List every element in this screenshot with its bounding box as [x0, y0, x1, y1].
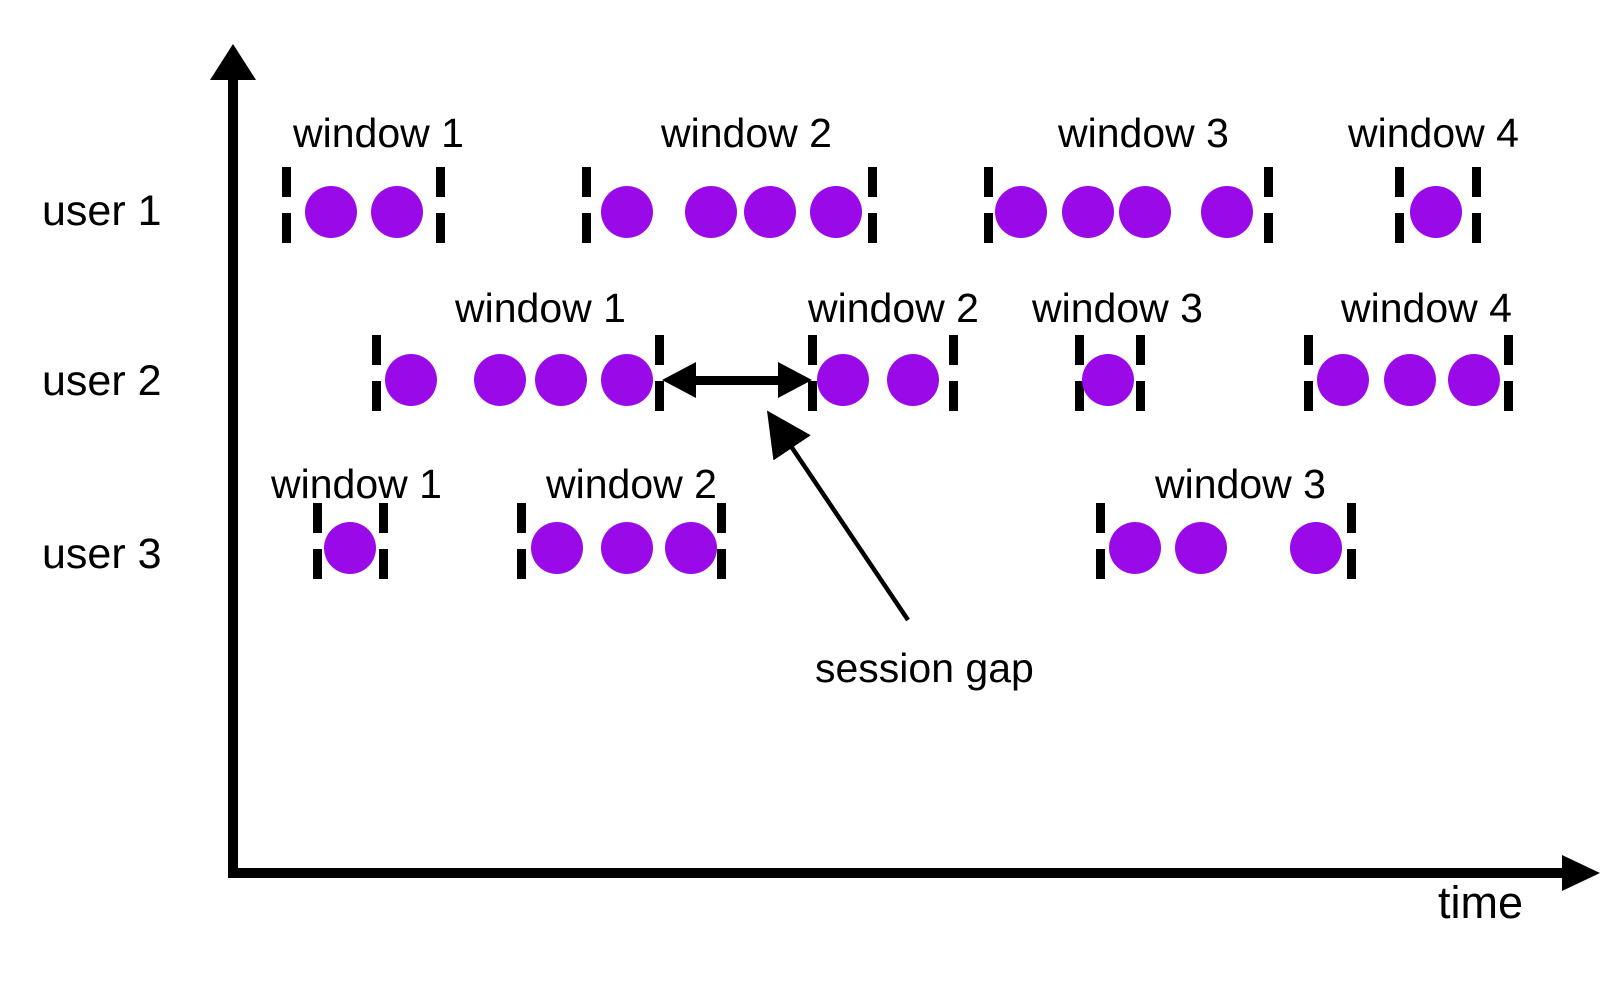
user-label: user 3: [42, 530, 162, 578]
event-dot: [1384, 354, 1436, 406]
event-dot: [995, 186, 1047, 238]
event-dot: [601, 354, 653, 406]
window-bracket-end: [1136, 335, 1145, 417]
window-bracket-end: [1472, 167, 1481, 249]
event-dot: [531, 522, 583, 574]
x-axis-arrow-icon: [1562, 855, 1600, 891]
session-gap-arrow-head-right: [778, 362, 812, 398]
window-label: window 2: [808, 285, 979, 331]
window-bracket-end: [655, 335, 664, 417]
window-label: window 1: [271, 461, 442, 507]
y-axis-line: [228, 72, 238, 878]
session-gap-arrow-shaft: [680, 376, 794, 385]
event-dot: [1119, 186, 1171, 238]
window-bracket-end: [949, 335, 958, 417]
window-bracket-start: [582, 167, 591, 249]
event-dot: [385, 354, 437, 406]
window-label: window 4: [1341, 285, 1512, 331]
event-dot: [535, 354, 587, 406]
window-bracket-start: [313, 503, 322, 585]
window-bracket-end: [868, 167, 877, 249]
window-bracket-end: [1347, 503, 1356, 585]
window-bracket-start: [282, 167, 291, 249]
event-dot: [665, 522, 717, 574]
event-dot: [601, 522, 653, 574]
window-bracket-end: [379, 503, 388, 585]
window-bracket-end: [717, 503, 726, 585]
event-dot: [1410, 186, 1462, 238]
window-label: window 1: [293, 110, 464, 156]
window-label: window 1: [455, 285, 626, 331]
window-label: window 4: [1348, 110, 1519, 156]
x-axis-label: time: [1438, 877, 1524, 928]
event-dot: [1082, 354, 1134, 406]
window-label: window 3: [1032, 285, 1203, 331]
window-bracket-start: [517, 503, 526, 585]
session-gap-arrow-head-left: [662, 362, 696, 398]
event-dot: [1062, 186, 1114, 238]
event-dot: [810, 186, 862, 238]
window-bracket-start: [984, 167, 993, 249]
event-dot: [817, 354, 869, 406]
window-label: window 2: [546, 461, 717, 507]
window-label: window 3: [1058, 110, 1229, 156]
y-axis-arrow-icon: [210, 44, 256, 80]
window-bracket-end: [436, 167, 445, 249]
event-dot: [305, 186, 357, 238]
window-bracket-start: [1304, 335, 1313, 417]
event-dot: [1448, 354, 1500, 406]
window-bracket-start: [808, 335, 817, 417]
event-dot: [1290, 522, 1342, 574]
event-dot: [1317, 354, 1369, 406]
event-dot: [371, 186, 423, 238]
event-dot: [744, 186, 796, 238]
window-bracket-start: [372, 335, 381, 417]
event-dot: [1201, 186, 1253, 238]
event-dot: [1175, 522, 1227, 574]
window-bracket-start: [1096, 503, 1105, 585]
event-dot: [601, 186, 653, 238]
event-dot: [324, 522, 376, 574]
user-label: user 1: [42, 187, 162, 235]
window-bracket-end: [1264, 167, 1273, 249]
window-bracket-end: [1504, 335, 1513, 417]
event-dot: [1109, 522, 1161, 574]
user-label: user 2: [42, 357, 162, 405]
session-gap-label: session gap: [815, 645, 1034, 691]
event-dot: [474, 354, 526, 406]
window-bracket-start: [1395, 167, 1404, 249]
event-dot: [685, 186, 737, 238]
window-label: window 3: [1155, 461, 1326, 507]
event-dot: [887, 354, 939, 406]
window-label: window 2: [661, 110, 832, 156]
window-bracket-start: [1075, 335, 1084, 417]
x-axis-line: [228, 868, 1570, 878]
